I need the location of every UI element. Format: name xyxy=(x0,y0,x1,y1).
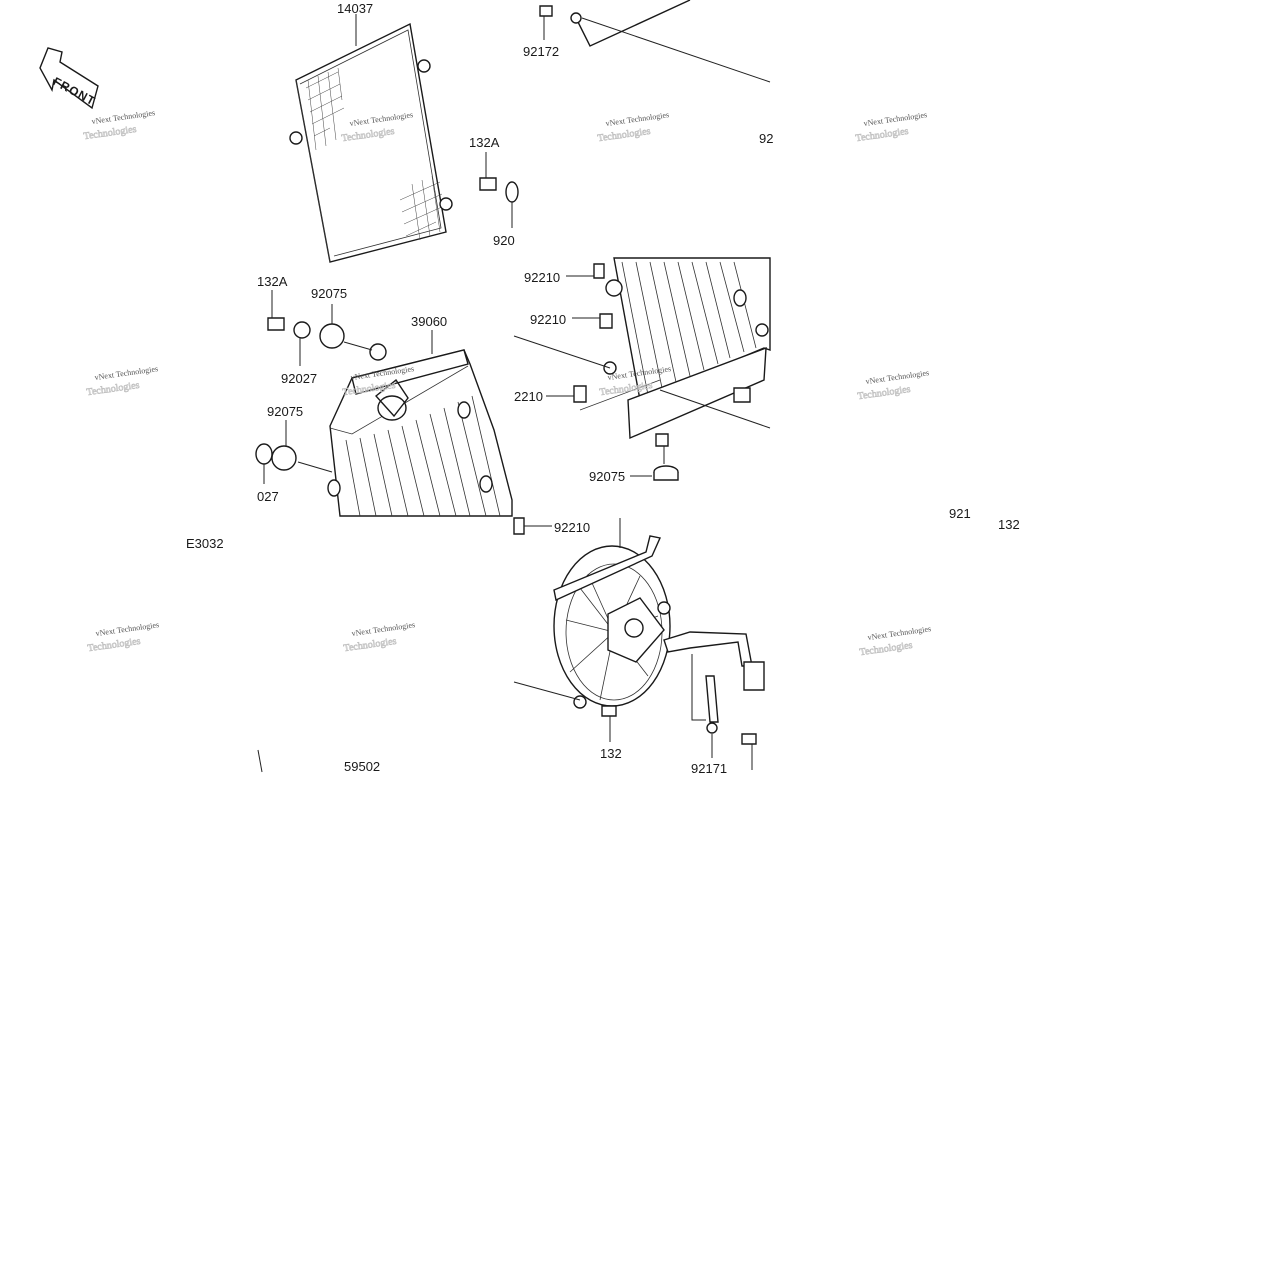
label-132a-left: 132A xyxy=(257,274,288,289)
svg-text:vNext Technologies: vNext Technologies xyxy=(351,620,416,638)
svg-text:Technologies: Technologies xyxy=(87,636,141,654)
svg-text:Technologies: Technologies xyxy=(597,126,651,144)
svg-text:Technologies: Technologies xyxy=(857,384,911,402)
upper-bracket: 92172 92 xyxy=(523,0,773,146)
label-92075-a: 92075 xyxy=(311,286,347,301)
watermark: vNext Technologies Technologies xyxy=(83,108,156,142)
watermark: vNext Technologies Technologies xyxy=(87,620,160,654)
label-132-bottom: 132 xyxy=(600,746,622,761)
watermark: vNext Technologies Technologies xyxy=(855,110,928,144)
label-e3032: E3032 xyxy=(186,536,224,551)
svg-text:Technologies: Technologies xyxy=(343,636,397,654)
watermark: vNext Technologies Technologies xyxy=(857,368,930,402)
label-92210-b: 92210 xyxy=(530,312,566,327)
svg-text:vNext Technologies: vNext Technologies xyxy=(94,364,159,382)
label-92027-a: 92027 xyxy=(281,371,317,386)
svg-text:Technologies: Technologies xyxy=(855,126,909,144)
watermark: vNext Technologies Technologies xyxy=(859,624,932,658)
radiator-right: 92210 92210 2210 92075 xyxy=(513,257,771,484)
label-92172: 92172 xyxy=(523,44,559,59)
label-92075-c: 92075 xyxy=(589,469,625,484)
label-92210-c: 92210 xyxy=(554,520,590,535)
svg-text:vNext Technologies: vNext Technologies xyxy=(95,620,160,638)
label-39060: 39060 xyxy=(411,314,447,329)
watermark: vNext Technologies Technologies xyxy=(597,110,670,144)
svg-text:vNext Technologies: vNext Technologies xyxy=(605,110,670,128)
label-92171: 92171 xyxy=(691,761,727,776)
label-921-partial: 921 xyxy=(949,506,971,521)
svg-text:vNext Technologies: vNext Technologies xyxy=(863,110,928,128)
label-92075-b: 92075 xyxy=(267,404,303,419)
label-2210-partial: 2210 xyxy=(514,389,543,404)
label-132-right: 132 xyxy=(998,517,1020,532)
label-132a-top: 132A xyxy=(469,135,500,150)
front-arrow-icon: FRONT xyxy=(39,47,99,110)
cooling-fan-assembly: 92210 132 92171 xyxy=(513,517,765,776)
label-920-partial: 920 xyxy=(493,233,515,248)
svg-text:Technologies: Technologies xyxy=(859,640,913,658)
watermark: vNext Technologies Technologies xyxy=(86,364,159,398)
svg-text:Technologies: Technologies xyxy=(86,380,140,398)
svg-text:Technologies: Technologies xyxy=(83,124,137,142)
edge-line xyxy=(257,749,263,773)
svg-text:vNext Technologies: vNext Technologies xyxy=(91,108,156,126)
radiator-39060: 39060 xyxy=(327,314,513,517)
label-92-partial: 92 xyxy=(759,131,773,146)
left-fasteners: 132A 92075 92027 92075 027 xyxy=(255,274,373,504)
svg-text:vNext Technologies: vNext Technologies xyxy=(865,368,930,386)
label-027-partial: 027 xyxy=(257,489,279,504)
label-92210-a: 92210 xyxy=(524,270,560,285)
watermark: vNext Technologies Technologies xyxy=(343,620,416,654)
svg-text:vNext Technologies: vNext Technologies xyxy=(867,624,932,642)
label-59502: 59502 xyxy=(344,759,380,774)
bolt-132a-top: 132A 920 xyxy=(469,135,519,248)
label-14037: 14037 xyxy=(337,1,373,16)
radiator-grille-14037: 14037 xyxy=(289,1,453,263)
